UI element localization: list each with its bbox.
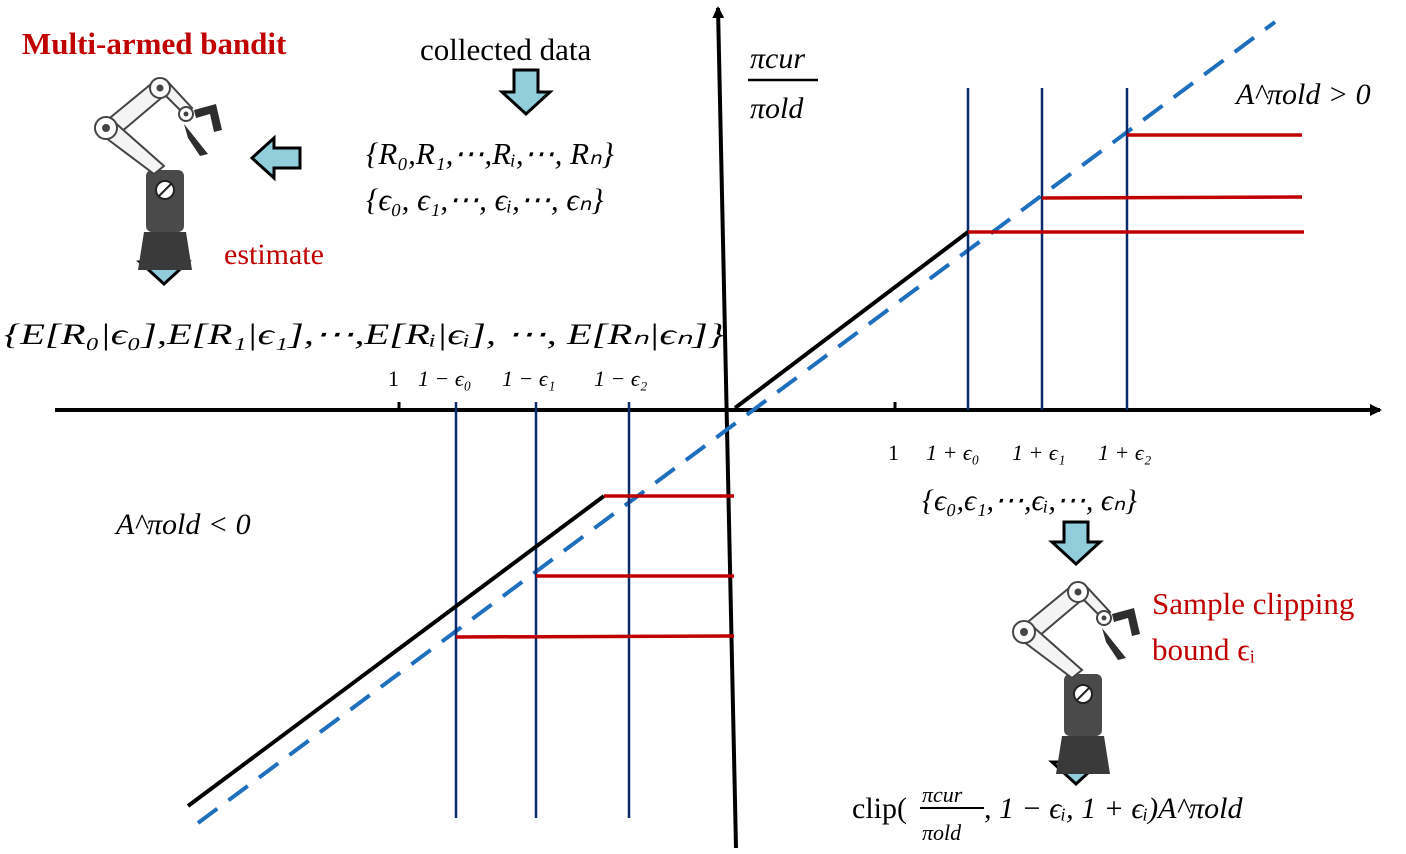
red-plateaus-positive [968,133,1304,234]
neg-tick-label-3: 1 − ϵ₂ [594,366,648,391]
sample-label-line1: Sample clipping [1152,586,1354,621]
neg-tick-label-2: 1 − ϵ₁ [502,366,555,391]
y-label-denominator: πold [750,92,804,125]
positive-advantage-label: A^πold > 0 [1234,78,1371,111]
pos-tick-label-1: 1 + ϵ₀ [926,440,979,465]
pos-tick-label-2: 1 + ϵ₁ [1012,440,1065,465]
epsilon-set-right: {ϵ₀,ϵ₁,⋯,ϵᵢ,⋯, ϵₙ} [922,484,1137,517]
y-axis-label: πcur πold [748,42,818,125]
sample-label-line2: bound ϵᵢ [1152,632,1255,667]
clip-line-positive [733,230,970,410]
neg-bound-lines [454,402,631,818]
neg-tick-label-1: 1 − ϵ₀ [418,366,471,391]
plateau-neg-0 [455,634,735,639]
negative-advantage-label: A^πold < 0 [114,508,251,541]
identity-dashed-line [196,20,1277,825]
arrow-icons [136,68,1104,787]
red-plateaus-negative [455,494,735,639]
x-ticks [397,402,897,410]
pos-tick-label-3: 1 + ϵ₂ [1098,440,1152,465]
clip-formula: clip( πcur πold , 1 − ϵᵢ, 1 + ϵᵢ)A^πold [852,782,1243,845]
pos-bound-lines [966,88,1129,410]
pos-tick-labels: 1 1 + ϵ₀ 1 + ϵ₁ 1 + ϵ₂ [888,440,1152,465]
collected-data-label: collected data [420,32,591,67]
epsilon-set: {ϵ₀, ϵ₁,⋯, ϵᵢ,⋯, ϵₙ} [366,182,604,217]
clip-numerator: πcur [922,782,963,807]
clip-line-negative [186,494,606,808]
robot-arm-icon [94,77,222,270]
reward-set: {R₀,R₁,⋯,Rᵢ,⋯, Rₙ} [366,136,614,171]
bandit-title: Multi-armed bandit [22,26,287,61]
clip-prefix: clip( [852,792,907,825]
down-arrow-icon-collected [498,68,554,117]
down-arrow-icon-sample [1048,520,1104,567]
neg-tick-label-0: 1 [388,366,399,391]
robot-arm-icon-2 [1012,581,1140,774]
plateau-pos-1 [1041,195,1303,200]
clip-suffix: , 1 − ϵᵢ, 1 + ϵᵢ)A^πold [984,792,1243,825]
pos-tick-label-0: 1 [888,440,899,465]
estimate-label: estimate [224,238,324,271]
neg-tick-labels: 1 1 − ϵ₀ 1 − ϵ₁ 1 − ϵ₂ [388,366,648,391]
clip-denominator: πold [922,820,962,845]
expectation-set: {E[R₀|ϵ₀],E[R₁|ϵ₁],⋯,E[Rᵢ|ϵᵢ], ⋯, E[Rₙ|ϵ… [4,318,724,351]
left-arrow-icon-bandit [249,134,302,182]
y-label-numerator: πcur [750,42,805,75]
